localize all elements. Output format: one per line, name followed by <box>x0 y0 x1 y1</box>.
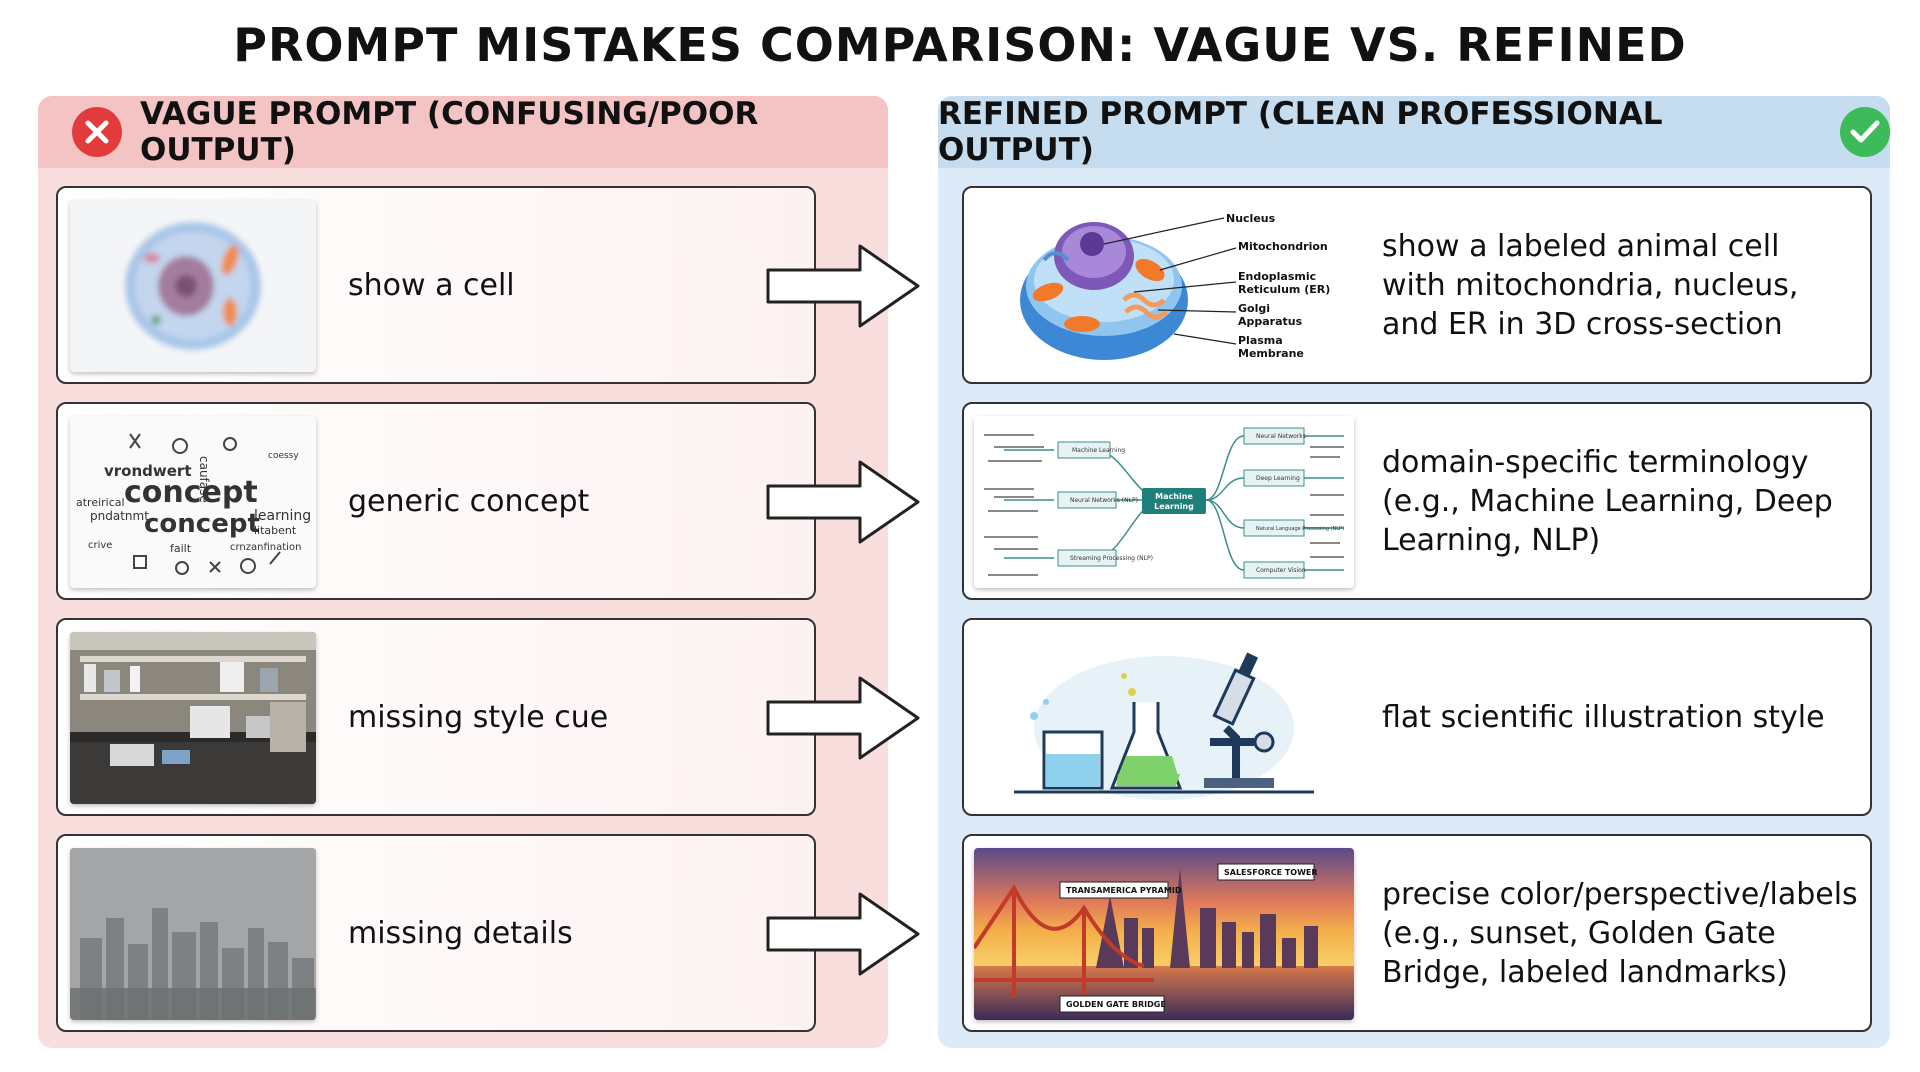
svg-text:learning: learning <box>254 508 311 524</box>
svg-text:concept: concept <box>144 509 260 539</box>
right-arrow-icon <box>766 892 920 976</box>
svg-text:Golgi: Golgi <box>1238 302 1270 315</box>
vague-prompt-text: missing details <box>348 915 573 951</box>
right-arrow-icon <box>766 676 920 760</box>
check-circle-icon <box>1840 107 1890 157</box>
right-arrow-icon <box>766 244 920 328</box>
vague-prompt-text: show a cell <box>348 267 515 303</box>
refined-prompt-text: domain-specific terminology (e.g., Machi… <box>1382 444 1833 558</box>
refined-prompt-text: precise color/perspective/labels (e.g., … <box>1382 876 1858 990</box>
svg-text:Nucleus: Nucleus <box>1226 212 1276 225</box>
svg-text:Machine: Machine <box>1155 492 1193 501</box>
mind-map-diagram: Machine Learning Machine Learning Neural… <box>974 416 1354 588</box>
svg-text:crive: crive <box>88 540 112 551</box>
page-title: PROMPT MISTAKES COMPARISON: VAGUE VS. RE… <box>233 18 1687 72</box>
vague-panel-title: VAGUE PROMPT (CONFUSING/POOR OUTPUT) <box>140 96 759 168</box>
vague-prompt-panel: VAGUE PROMPT (CONFUSING/POOR OUTPUT) sho… <box>38 96 920 1048</box>
vague-card-style: missing style cue <box>56 618 816 816</box>
svg-text:litabent: litabent <box>254 524 297 537</box>
vague-card-details: missing details <box>56 834 816 1032</box>
svg-text:Natural Language Processing (N: Natural Language Processing (NLP) <box>1256 526 1344 532</box>
blurry-cell-image <box>70 200 316 372</box>
svg-text:concept: concept <box>124 475 258 510</box>
svg-text:crnzanfination: crnzanfination <box>230 542 301 553</box>
svg-text:Learning: Learning <box>1154 502 1194 511</box>
x-circle-icon <box>72 107 122 157</box>
vague-card-cell: show a cell <box>56 186 816 384</box>
san-francisco-sunset: TRANSAMERICA PYRAMID SALESFORCE TOWER GO… <box>974 848 1354 1020</box>
svg-text:failt: failt <box>170 542 192 555</box>
vague-panel-header: VAGUE PROMPT (CONFUSING/POOR OUTPUT) <box>38 96 888 168</box>
svg-text:Membrane: Membrane <box>1238 347 1304 360</box>
vague-prompt-text: generic concept <box>348 483 590 519</box>
svg-text:Endoplasmic: Endoplasmic <box>1238 270 1316 283</box>
animal-cell-diagram: Nucleus Mitochondrion Endoplasmic Reticu… <box>974 200 1354 372</box>
svg-text:Machine Learning: Machine Learning <box>1072 447 1125 454</box>
svg-text:atreirical: atreirical <box>76 496 125 509</box>
refined-card-details: TRANSAMERICA PYRAMID SALESFORCE TOWER GO… <box>962 834 1872 1032</box>
svg-text:caufase: caufase <box>197 456 211 503</box>
right-arrow-icon <box>766 460 920 544</box>
laboratory-photo <box>70 632 316 804</box>
svg-text:Neural Networks (NLP): Neural Networks (NLP) <box>1070 497 1138 504</box>
svg-text:Plasma: Plasma <box>1238 334 1283 347</box>
refined-card-style: flat scientific illustration style <box>962 618 1872 816</box>
vague-card-concept: vrondwert concept concept learning pndat… <box>56 402 816 600</box>
svg-text:Neural Networks: Neural Networks <box>1256 433 1306 440</box>
word-cloud-image: vrondwert concept concept learning pndat… <box>70 416 316 588</box>
svg-text:Streaming Processing (NLP): Streaming Processing (NLP) <box>1070 555 1153 562</box>
foggy-city-photo <box>70 848 316 1020</box>
svg-text:pndatnmt: pndatnmt <box>90 509 149 523</box>
svg-text:GOLDEN GATE BRIDGE: GOLDEN GATE BRIDGE <box>1066 1000 1166 1009</box>
refined-prompt-text: flat scientific illustration style <box>1382 699 1825 735</box>
lab-equipment-illustration <box>974 632 1354 804</box>
refined-prompt-panel: REFINED PROMPT (CLEAN PROFESSIONAL OUTPU… <box>938 96 1890 1048</box>
svg-text:Mitochondrion: Mitochondrion <box>1238 240 1328 253</box>
refined-prompt-text: show a labeled animal cell with mitochon… <box>1382 228 1799 342</box>
svg-text:SALESFORCE TOWER: SALESFORCE TOWER <box>1224 868 1318 877</box>
svg-text:Reticulum (ER): Reticulum (ER) <box>1238 283 1330 296</box>
svg-text:coessy: coessy <box>268 451 299 461</box>
refined-panel-title: REFINED PROMPT (CLEAN PROFESSIONAL OUTPU… <box>938 96 1663 168</box>
refined-panel-header: REFINED PROMPT (CLEAN PROFESSIONAL OUTPU… <box>938 96 1890 168</box>
refined-card-terminology: Machine Learning Machine Learning Neural… <box>962 402 1872 600</box>
svg-text:Apparatus: Apparatus <box>1238 315 1303 328</box>
vague-prompt-text: missing style cue <box>348 699 609 735</box>
svg-text:Computer Vision: Computer Vision <box>1256 567 1306 574</box>
refined-card-cell: Nucleus Mitochondrion Endoplasmic Reticu… <box>962 186 1872 384</box>
svg-text:Deep Learning: Deep Learning <box>1256 475 1300 482</box>
svg-text:TRANSAMERICA PYRAMID: TRANSAMERICA PYRAMID <box>1066 886 1182 895</box>
svg-text:vrondwert: vrondwert <box>104 462 192 480</box>
